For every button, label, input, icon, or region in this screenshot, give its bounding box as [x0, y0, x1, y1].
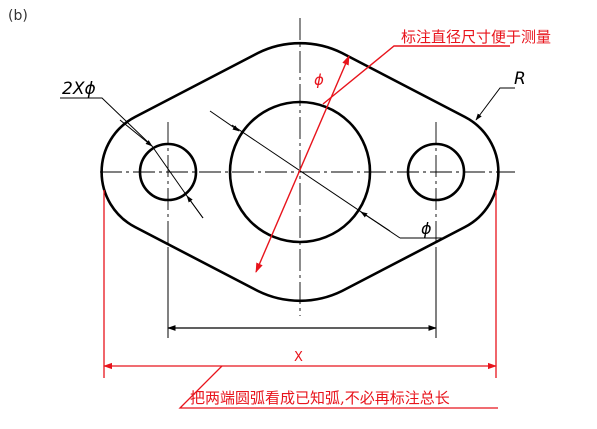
top-note-leader: [322, 45, 510, 105]
radius-leader: [475, 87, 515, 121]
bottom-note-text: 把两端圆弧看成已知弧,不必再标注总长: [190, 389, 450, 407]
holes-dim-arrow: [119, 119, 153, 147]
center-dim-arrow1: [209, 110, 240, 132]
extension-lines: [167, 250, 437, 338]
center-dim-label: ϕ: [421, 219, 432, 238]
plate-outline: [100, 41, 500, 303]
centerlines: [100, 18, 515, 322]
center-dim-arrow2: [360, 211, 391, 232]
red-diameter-dim: [255, 55, 350, 273]
red-length-label: X: [294, 350, 303, 365]
red-extension-lines: [103, 190, 497, 378]
holes-dim-leader: [60, 97, 204, 219]
top-note-text: 标注直径尺寸便于测量: [401, 28, 551, 46]
holes-dim-arrow2: [186, 195, 204, 219]
holes-dim-label: 2Xϕ: [62, 79, 96, 99]
red-diameter-label: ϕ: [314, 71, 324, 89]
radius-label: R: [514, 69, 526, 89]
bottom-note-leader: [178, 365, 498, 409]
panel-label: (b): [8, 8, 28, 24]
